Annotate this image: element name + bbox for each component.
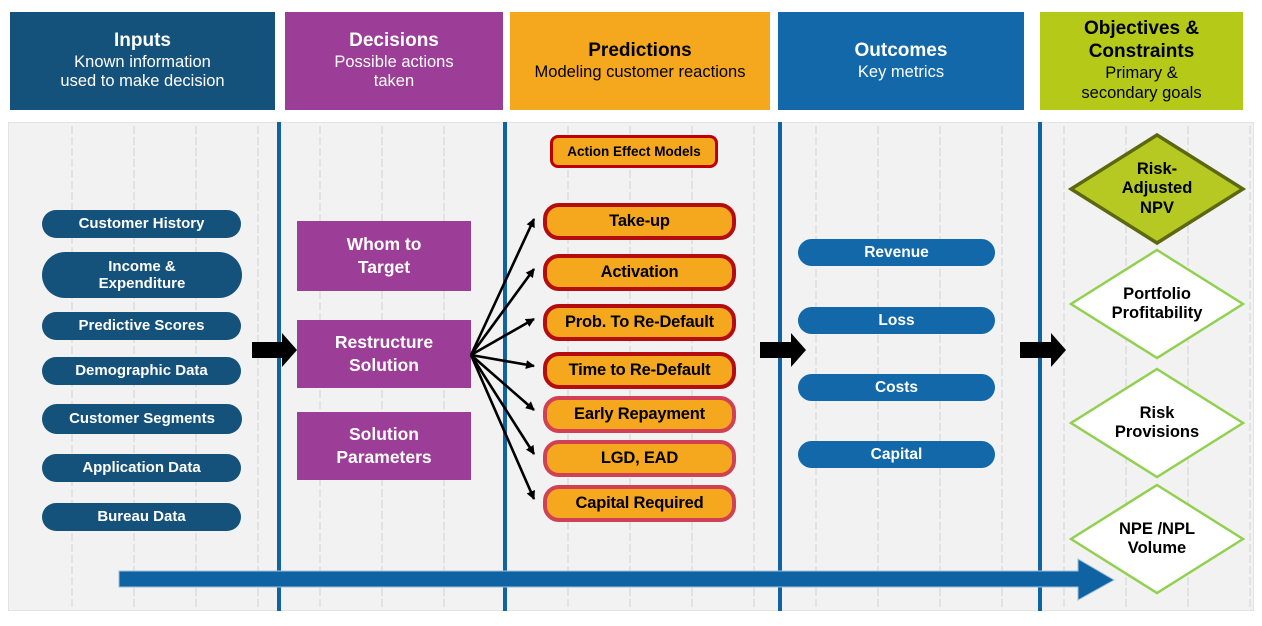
header-objectives: Objectives & Constraints Primary & secon… [1040, 12, 1243, 110]
objective-portfolio-profitability: Portfolio Profitability [1068, 247, 1246, 361]
prediction-prob-to-redefault: Prob. To Re-Default [543, 304, 736, 341]
input-bureau-data: Bureau Data [42, 503, 241, 531]
header-outcomes: Outcomes Key metrics [778, 12, 1024, 110]
objective-label: NPE /NPL Volume [1118, 519, 1196, 557]
input-predictive-scores: Predictive Scores [42, 312, 241, 340]
header-objectives-title: Objectives & Constraints [1083, 18, 1200, 63]
prediction-time-to-redefault: Time to Re-Default [543, 352, 736, 389]
header-decisions-title: Decisions [349, 29, 439, 51]
action-effect-models-label: Action Effect Models [550, 135, 718, 168]
objective-npe-npl-volume: NPE /NPL Volume [1068, 482, 1246, 596]
diamond-shape-outline [1068, 367, 1246, 479]
input-demographic-data: Demographic Data [42, 357, 241, 385]
diamond-shape-outline [1068, 248, 1246, 360]
prediction-lgd-ead: LGD, EAD [543, 440, 736, 477]
column-divider-2 [503, 122, 507, 611]
input-customer-history: Customer History [42, 210, 241, 238]
input-income-expenditure: Income & Expenditure [42, 252, 242, 298]
header-outcomes-subtitle: Key metrics [857, 62, 945, 81]
header-decisions-subtitle: Possible actions taken [334, 52, 454, 91]
prediction-early-repayment: Early Repayment [543, 396, 736, 433]
objective-label: Portfolio Profitability [1111, 284, 1203, 322]
outcome-capital: Capital [798, 441, 995, 468]
outcome-revenue: Revenue [798, 239, 995, 266]
header-decisions: Decisions Possible actions taken [285, 12, 503, 110]
input-customer-segments: Customer Segments [42, 404, 242, 434]
decision-restructure-solution: Restructure Solution [297, 320, 471, 388]
header-inputs: Inputs Known information used to make de… [10, 12, 275, 110]
header-predictions: Predictions Modeling customer reactions [510, 12, 770, 110]
header-predictions-title: Predictions [588, 39, 692, 61]
objective-risk-adjusted-npv: Risk- Adjusted NPV [1068, 132, 1246, 246]
column-divider-4 [1038, 122, 1042, 611]
column-divider-1 [277, 122, 281, 611]
input-application-data: Application Data [42, 454, 241, 482]
decision-solution-parameters: Solution Parameters [297, 412, 471, 480]
diamond-shape-filled [1068, 132, 1246, 246]
prediction-activation: Activation [543, 254, 736, 291]
header-predictions-subtitle: Modeling customer reactions [534, 62, 746, 81]
objective-label: Risk- Adjusted NPV [1121, 159, 1193, 217]
header-inputs-subtitle: Known information used to make decision [60, 52, 225, 91]
column-divider-3 [778, 122, 782, 611]
prediction-take-up: Take-up [543, 203, 736, 240]
decision-whom-to-target: Whom to Target [297, 221, 471, 291]
header-objectives-subtitle: Primary & secondary goals [1081, 64, 1202, 102]
header-outcomes-title: Outcomes [854, 39, 948, 61]
outcome-loss: Loss [798, 307, 995, 334]
prediction-capital-required: Capital Required [543, 485, 736, 522]
header-inputs-title: Inputs [114, 29, 171, 51]
objective-risk-provisions: Risk Provisions [1068, 366, 1246, 480]
objective-label: Risk Provisions [1114, 403, 1200, 441]
outcome-costs: Costs [798, 374, 995, 401]
